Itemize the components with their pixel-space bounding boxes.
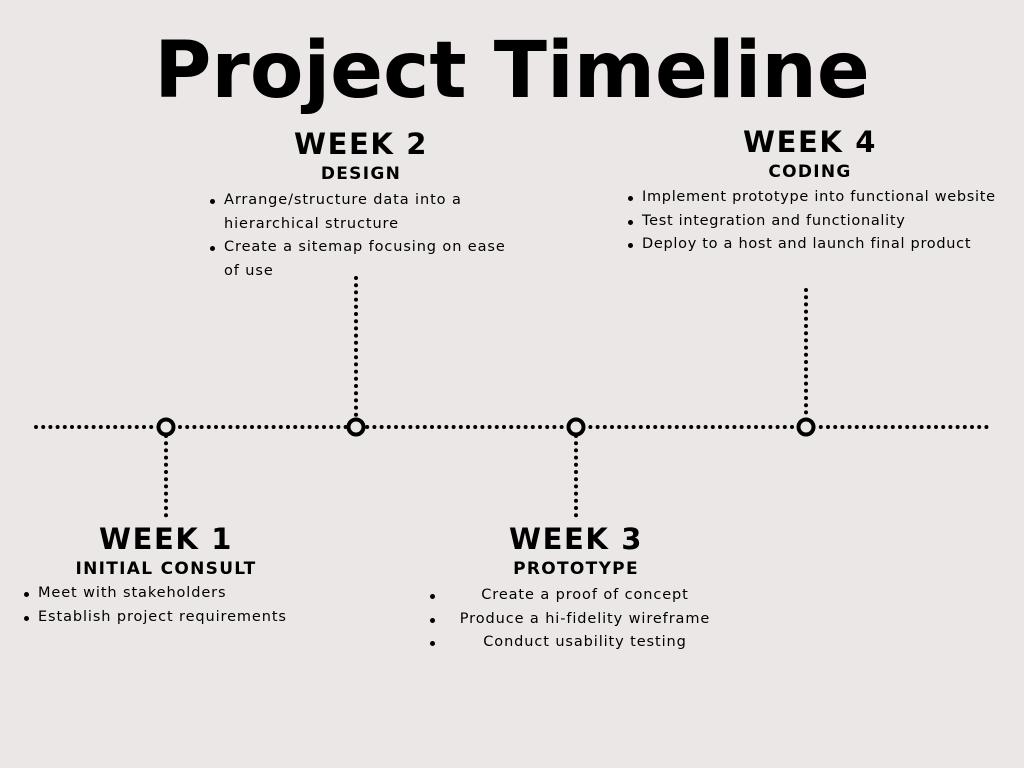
task-item: Create a proof of concept — [426, 584, 726, 608]
task-item: Conduct usability testing — [426, 631, 726, 655]
week-label: WEEK 2 — [294, 127, 428, 161]
phase-label: INITIAL CONSULT — [75, 559, 257, 579]
task-item: Deploy to a host and launch final produc… — [624, 233, 1022, 257]
phase-label: DESIGN — [320, 164, 402, 184]
task-item: Create a sitemap focusing on ease of use — [206, 236, 516, 283]
milestone-week-4: WEEK 4 CODING Implement prototype into f… — [624, 128, 1022, 257]
node-week-1 — [156, 417, 176, 437]
week-label: WEEK 1 — [99, 522, 233, 556]
milestone-week-3: WEEK 3 PROTOTYPE Create a proof of conce… — [426, 525, 726, 655]
milestone-week-1: WEEK 1 INITIAL CONSULT Meet with stakeho… — [20, 525, 312, 629]
node-week-3 — [566, 417, 586, 437]
page-title: Project Timeline — [154, 26, 870, 116]
task-item: Meet with stakeholders — [20, 582, 312, 606]
task-list: Create a proof of concept Produce a hi-f… — [426, 584, 726, 655]
task-item: Implement prototype into functional webs… — [624, 186, 1022, 210]
task-list: Meet with stakeholders Establish project… — [20, 582, 312, 629]
task-item: Establish project requirements — [20, 606, 312, 630]
node-week-4 — [796, 417, 816, 437]
phase-label: PROTOTYPE — [513, 559, 639, 579]
task-item: Produce a hi-fidelity wireframe — [426, 608, 726, 632]
phase-label: CODING — [768, 162, 852, 182]
task-item: Arrange/structure data into a hierarchic… — [206, 189, 516, 236]
task-item: Test integration and functionality — [624, 210, 1022, 234]
week-label: WEEK 3 — [509, 522, 643, 556]
task-list: Implement prototype into functional webs… — [624, 186, 1022, 257]
node-week-2 — [346, 417, 366, 437]
milestone-week-2: WEEK 2 DESIGN Arrange/structure data int… — [206, 130, 516, 283]
week-label: WEEK 4 — [743, 125, 877, 159]
task-list: Arrange/structure data into a hierarchic… — [206, 189, 516, 283]
